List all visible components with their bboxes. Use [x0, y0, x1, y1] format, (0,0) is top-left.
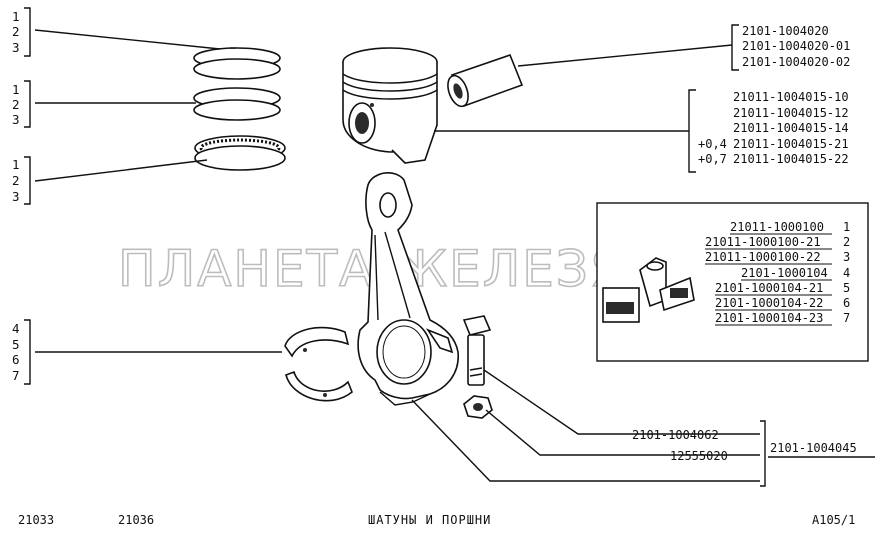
piston-ring-set-2	[193, 87, 281, 121]
piston-ring-set-1	[193, 47, 281, 80]
bracket-rings-1	[24, 7, 31, 57]
ring-group-2-num-1: 1	[12, 82, 20, 97]
bracket-rings-2	[24, 80, 31, 128]
bearing-shells	[284, 326, 353, 402]
ring-group-1-num-3: 3	[12, 40, 20, 55]
piston-code-1: 21011-1004015-10	[733, 90, 849, 104]
nut-leader	[485, 409, 760, 456]
rod-nut	[463, 395, 493, 419]
bearing-num-6: 6	[12, 352, 20, 367]
kit-num-7: 7	[843, 311, 850, 325]
ring-leader-1	[34, 29, 221, 50]
footer-model-a: 21033	[18, 513, 54, 527]
piston	[342, 47, 438, 164]
piston-code-2: 21011-1004015-12	[733, 106, 849, 120]
kit-code-2: 21011-1000100-21	[705, 235, 821, 249]
bracket-bearings	[24, 319, 31, 385]
kit-code-6: 2101-1000104-22	[715, 296, 823, 310]
bearing-num-4: 4	[12, 321, 20, 336]
kit-num-5: 5	[843, 281, 850, 295]
ring-group-1-num-1: 1	[12, 9, 20, 24]
kit-num-1: 1	[843, 220, 850, 234]
kit-num-6: 6	[843, 296, 850, 310]
footer-page: А105/1	[812, 513, 855, 527]
bracket-rings-3	[24, 156, 31, 205]
nut-code: 12555020	[670, 449, 728, 463]
kit-num-4: 4	[843, 266, 850, 280]
piston-ring-set-3	[194, 135, 286, 171]
kit-code-5: 2101-1000104-21	[715, 281, 823, 295]
piston-code-5: 21011-1004015-22	[733, 152, 849, 166]
piston-code-3: 21011-1004015-14	[733, 121, 849, 135]
kit-illustration	[602, 257, 695, 323]
kit-num-3: 3	[843, 250, 850, 264]
ring-group-3-num-1: 1	[12, 157, 20, 172]
pin-code-3: 2101-1004020-02	[742, 55, 850, 69]
kit-box	[596, 202, 869, 362]
footer-model-b: 21036	[118, 513, 154, 527]
bracket-pin-codes	[731, 24, 739, 71]
rod-code: 2101-1004045	[770, 441, 857, 455]
ring-group-3-num-2: 2	[12, 173, 20, 188]
pin-leader	[517, 44, 733, 67]
kit-codes: 21011-1000100 1 21011-1000100-21 2 21011…	[705, 220, 850, 326]
bolt-leader	[483, 369, 760, 435]
kit-code-4: 2101-1000104	[741, 266, 828, 280]
kit-code-1: 21011-1000100	[730, 220, 824, 234]
rod-leader	[411, 399, 760, 482]
kit-num-2: 2	[843, 235, 850, 249]
piston-prefix-5: +0,7	[698, 152, 727, 166]
footer-title: ШАТУНЫ И ПОРШНИ	[368, 513, 491, 527]
bolt-code: 2101-1004062	[632, 428, 719, 442]
connecting-rod	[357, 172, 459, 406]
bearing-num-5: 5	[12, 337, 20, 352]
pin-code-1: 2101-1004020	[742, 24, 829, 38]
rod-bolt	[462, 315, 492, 386]
bearing-num-7: 7	[12, 368, 20, 383]
kit-code-3: 21011-1000100-22	[705, 250, 821, 264]
ring-leader-3	[34, 159, 208, 182]
ring-group-3-num-3: 3	[12, 189, 20, 204]
piston-pin	[447, 53, 524, 108]
bracket-piston-codes	[688, 89, 696, 173]
kit-code-7: 2101-1000104-23	[715, 311, 823, 325]
piston-code-4: 21011-1004015-21	[733, 137, 849, 151]
pin-code-2: 2101-1004020-01	[742, 39, 850, 53]
ring-group-2-num-3: 3	[12, 112, 20, 127]
ring-group-1-num-2: 2	[12, 24, 20, 39]
piston-prefix-4: +0,4	[698, 137, 727, 151]
bracket-rod-codes	[760, 420, 766, 487]
ring-group-2-num-2: 2	[12, 97, 20, 112]
